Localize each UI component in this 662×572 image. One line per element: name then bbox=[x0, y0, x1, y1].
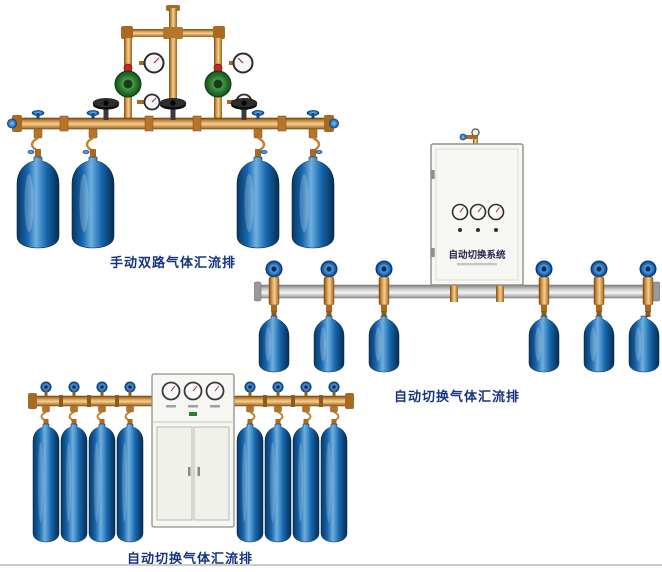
manifold-valve-station bbox=[639, 260, 657, 317]
manifold-valve-station bbox=[272, 381, 284, 425]
auto-manifold-tall-illustration bbox=[28, 373, 354, 543]
control-cabinet bbox=[151, 373, 235, 528]
manifold-valve-station bbox=[320, 260, 338, 317]
gas-cylinder bbox=[236, 423, 264, 543]
manifold-valve-station bbox=[124, 381, 136, 425]
cabinet-door-left bbox=[156, 426, 193, 521]
cylinder-station bbox=[82, 110, 100, 157]
auto-manifold-illustration: 自动切换系统 bbox=[254, 128, 660, 373]
cylinder-station bbox=[306, 110, 323, 157]
gas-cylinder bbox=[320, 423, 348, 543]
main-manifold-pipe bbox=[7, 115, 339, 132]
manifold-valve-station bbox=[96, 381, 108, 425]
product-auto-switch-manifold-bottom: 自动切换气体汇流排 bbox=[24, 372, 356, 567]
gas-cylinder bbox=[313, 315, 345, 373]
cabinet-title: 自动切换系统 bbox=[448, 249, 506, 261]
cylinder-station bbox=[27, 110, 45, 157]
manifold-valve-station bbox=[68, 381, 80, 425]
gas-cylinder bbox=[291, 156, 335, 249]
pressure-regulator-right bbox=[204, 63, 232, 120]
gas-cylinder bbox=[528, 315, 560, 373]
pressure-gauge bbox=[137, 93, 161, 111]
cylinder-station bbox=[251, 110, 268, 157]
gas-cylinder bbox=[628, 315, 660, 373]
manifold-valve-station bbox=[328, 381, 340, 425]
pressure-regulator-left bbox=[114, 63, 142, 120]
cabinet-gauges bbox=[451, 203, 505, 221]
product-auto-switch-manifold-right: 自动切换系统 自动切换气体汇流排 bbox=[254, 128, 660, 405]
gas-cylinder bbox=[71, 156, 115, 249]
manual-manifold-illustration bbox=[7, 5, 339, 249]
gas-cylinder bbox=[116, 423, 144, 543]
gas-cylinder bbox=[236, 156, 280, 249]
gas-cylinder bbox=[60, 423, 88, 543]
main-manifold-pipe bbox=[28, 393, 354, 409]
product-manual-dual-manifold: 手动双路气体汇流排 bbox=[6, 2, 340, 271]
gas-cylinder bbox=[32, 423, 60, 543]
shutoff-valve-handwheel bbox=[159, 98, 187, 120]
shutoff-valve-handwheel bbox=[230, 98, 258, 120]
bottom-divider bbox=[0, 564, 662, 566]
gas-cylinder bbox=[88, 423, 116, 543]
control-cabinet: 自动切换系统 bbox=[430, 128, 524, 302]
manifold-valve-station bbox=[40, 381, 52, 425]
gas-cylinder bbox=[258, 315, 290, 373]
cabinet-gauges bbox=[161, 381, 225, 401]
manifold-valve-station bbox=[265, 260, 283, 317]
manifold-valve-station bbox=[535, 260, 553, 317]
manifold-valve-station bbox=[244, 381, 256, 425]
top-valve-knob bbox=[459, 133, 467, 141]
manifold-valve-station bbox=[300, 381, 312, 425]
product-caption-auto-right: 自动切换气体汇流排 bbox=[393, 390, 520, 405]
product-caption-auto-bottom: 自动切换气体汇流排 bbox=[126, 552, 253, 567]
gas-cylinder bbox=[368, 315, 400, 373]
gas-cylinder bbox=[16, 156, 60, 249]
pressure-gauge bbox=[229, 52, 254, 74]
gas-cylinder bbox=[292, 423, 320, 543]
shutoff-valve-handwheel bbox=[92, 98, 120, 120]
product-caption-manual-dual: 手动双路气体汇流排 bbox=[109, 256, 236, 271]
gas-cylinder bbox=[583, 315, 615, 373]
pressure-gauge bbox=[139, 52, 165, 74]
manifold-valve-station bbox=[375, 260, 393, 317]
manifold-valve-station bbox=[590, 260, 608, 317]
gas-cylinder bbox=[264, 423, 292, 543]
